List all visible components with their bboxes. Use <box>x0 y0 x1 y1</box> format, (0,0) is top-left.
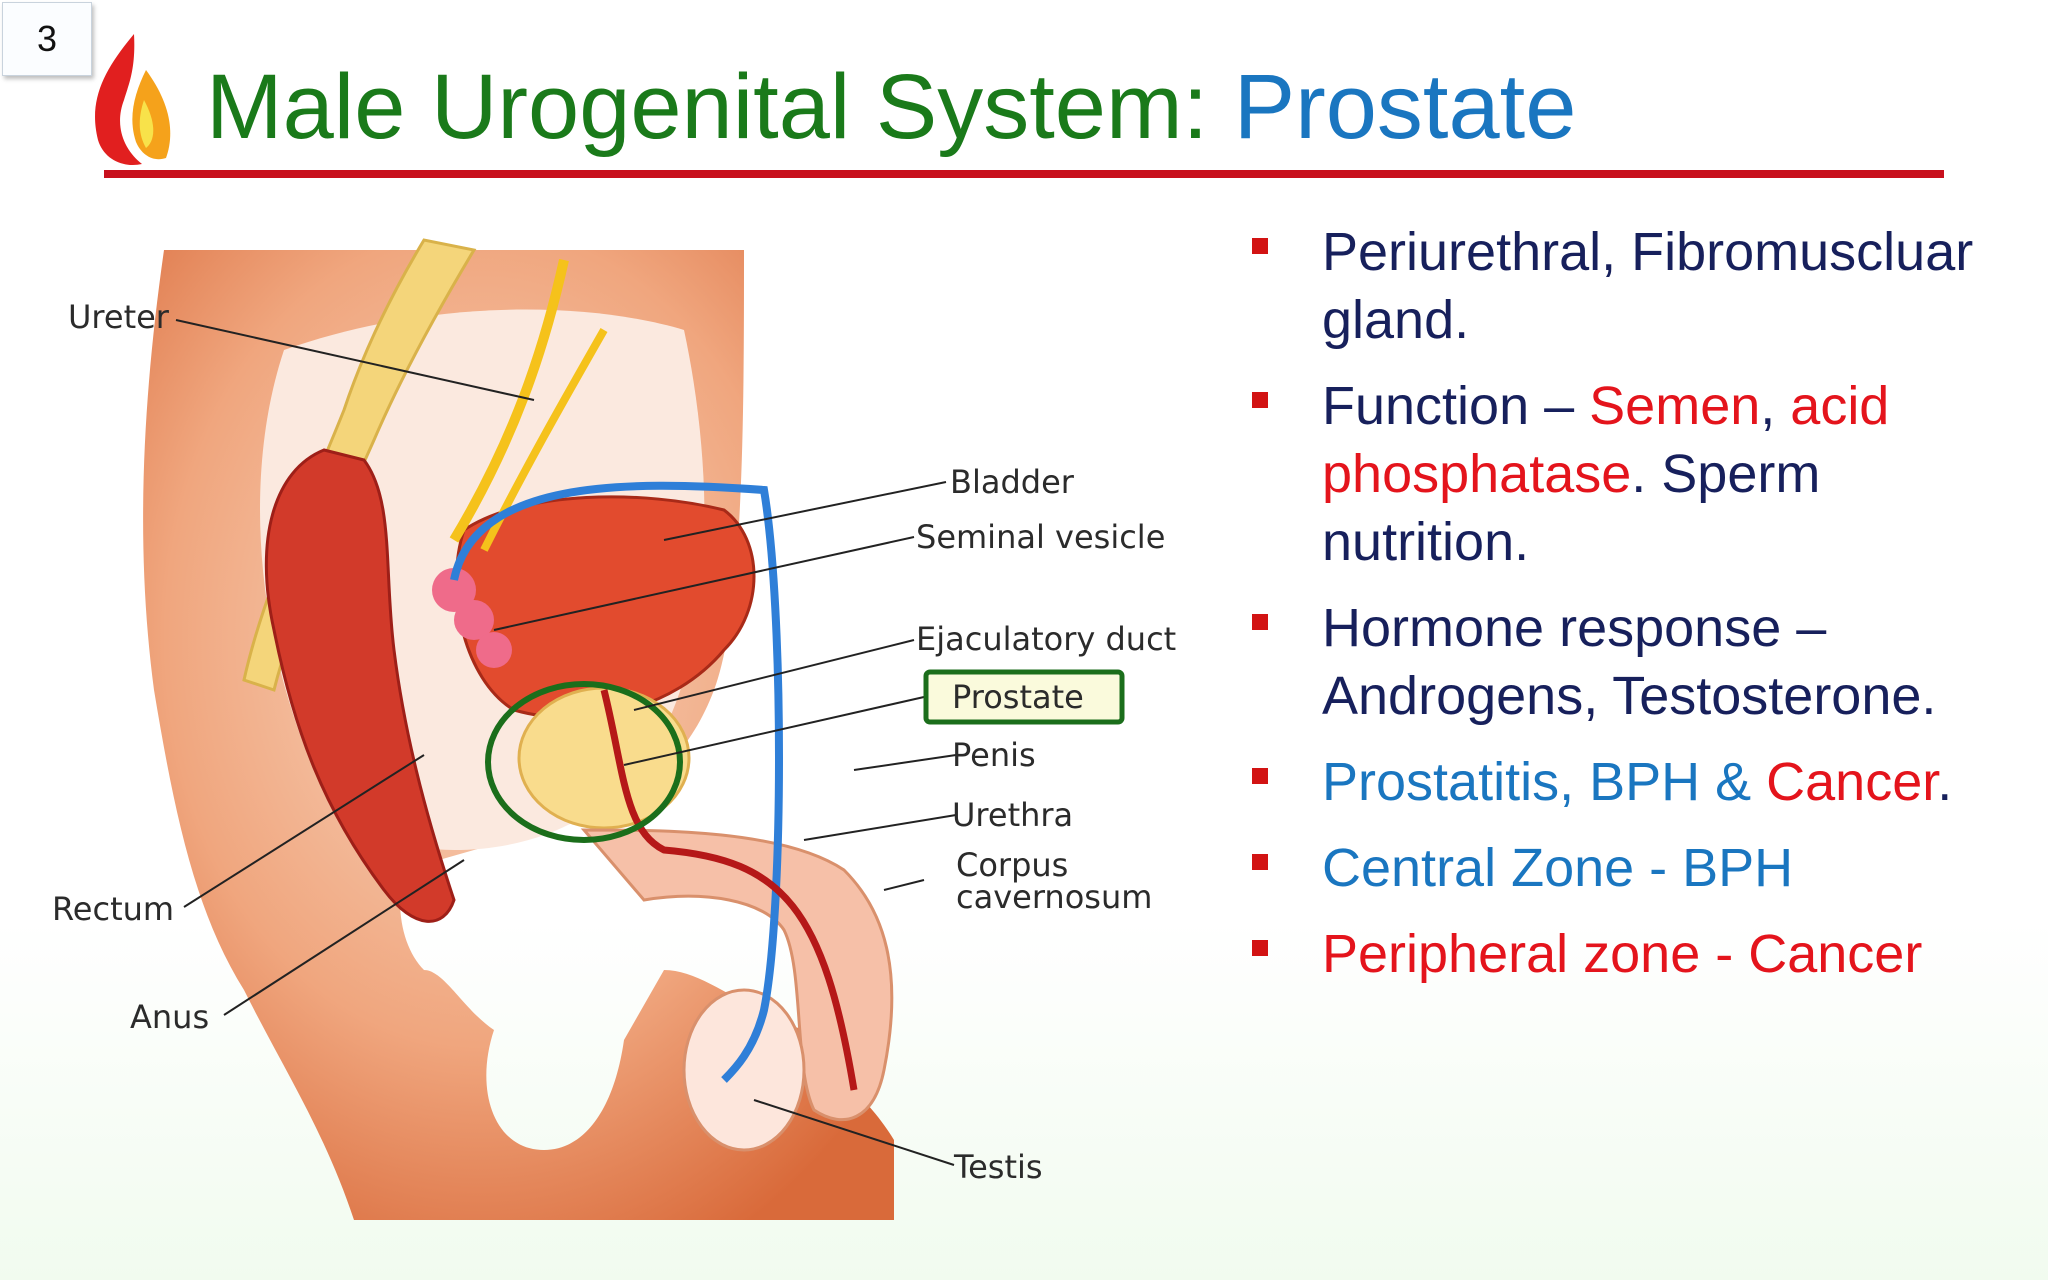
label-seminal-vesicle: Seminal vesicle <box>916 518 1165 556</box>
bullet-item: Peripheral zone - Cancer <box>1240 920 2040 988</box>
bullet-square-icon <box>1252 614 1268 630</box>
bullet-square-icon <box>1252 392 1268 408</box>
bullet-text-segment: Hormone response – Androgens, Testostero… <box>1322 598 1937 726</box>
bullet-item: Central Zone - BPH <box>1240 834 2040 902</box>
title-part-highlight: Prostate <box>1233 56 1577 158</box>
title-part-main: Male Urogenital System: <box>206 56 1234 158</box>
bullet-square-icon <box>1252 238 1268 254</box>
bullet-text-segment: . Sperm nutrition. <box>1322 444 1821 572</box>
testis-shape <box>682 988 806 1152</box>
bullet-text-segment: Peripheral zone - Cancer <box>1322 924 1923 984</box>
bladder-shape <box>454 495 756 719</box>
anatomy-diagram: Ureter Bladder Seminal vesicle Ejaculato… <box>52 238 1176 1220</box>
bullet-text-segment: Periurethral, Fibromuscluar gland. <box>1322 222 1974 350</box>
bullet-item: Function – Semen, acid phosphatase. Sper… <box>1240 372 2040 576</box>
bullet-text-segment: Prostatitis, BPH & <box>1322 752 1767 812</box>
flame-logo-icon <box>95 34 171 165</box>
label-testis: Testis <box>953 1148 1043 1186</box>
bullet-square-icon <box>1252 940 1268 956</box>
bullet-item: Periurethral, Fibromuscluar gland. <box>1240 218 2040 354</box>
rectum-shape <box>264 448 456 923</box>
bullet-item: Prostatitis, BPH & Cancer. <box>1240 748 2040 816</box>
title-divider <box>104 170 1944 178</box>
bullet-text-segment: Semen <box>1589 376 1761 436</box>
prostate-label-box <box>923 669 1125 725</box>
bullet-text-segment: Central Zone - BPH <box>1322 838 1794 898</box>
label-ureter: Ureter <box>68 298 170 336</box>
label-cavernosum: cavernosum <box>956 878 1152 916</box>
bullet-text-segment: acid phosphatase <box>1322 376 1890 504</box>
page-title: Male Urogenital System: Prostate <box>206 52 1576 162</box>
label-penis: Penis <box>952 736 1036 774</box>
bullet-list: Periurethral, Fibromuscluar gland. Functi… <box>1240 218 2040 1006</box>
bullet-text-segment: Cancer <box>1766 752 1938 812</box>
bullet-text-segment: , <box>1760 376 1791 436</box>
label-urethra: Urethra <box>952 796 1073 834</box>
label-ejaculatory-duct: Ejaculatory duct <box>916 620 1176 658</box>
bullet-item: Hormone response – Androgens, Testostero… <box>1240 594 2040 730</box>
bullet-text-segment: Function – <box>1322 376 1590 436</box>
bullet-square-icon <box>1252 768 1268 784</box>
label-bladder: Bladder <box>950 463 1075 501</box>
label-rectum: Rectum <box>52 890 174 928</box>
slide-number: 3 <box>2 2 92 76</box>
label-prostate: Prostate <box>952 678 1084 716</box>
bullet-square-icon <box>1252 854 1268 870</box>
prostate-highlight-circle <box>485 681 683 843</box>
label-anus: Anus <box>130 998 209 1036</box>
label-corpus: Corpus <box>956 846 1068 884</box>
bullet-text-segment: . <box>1937 752 1953 812</box>
